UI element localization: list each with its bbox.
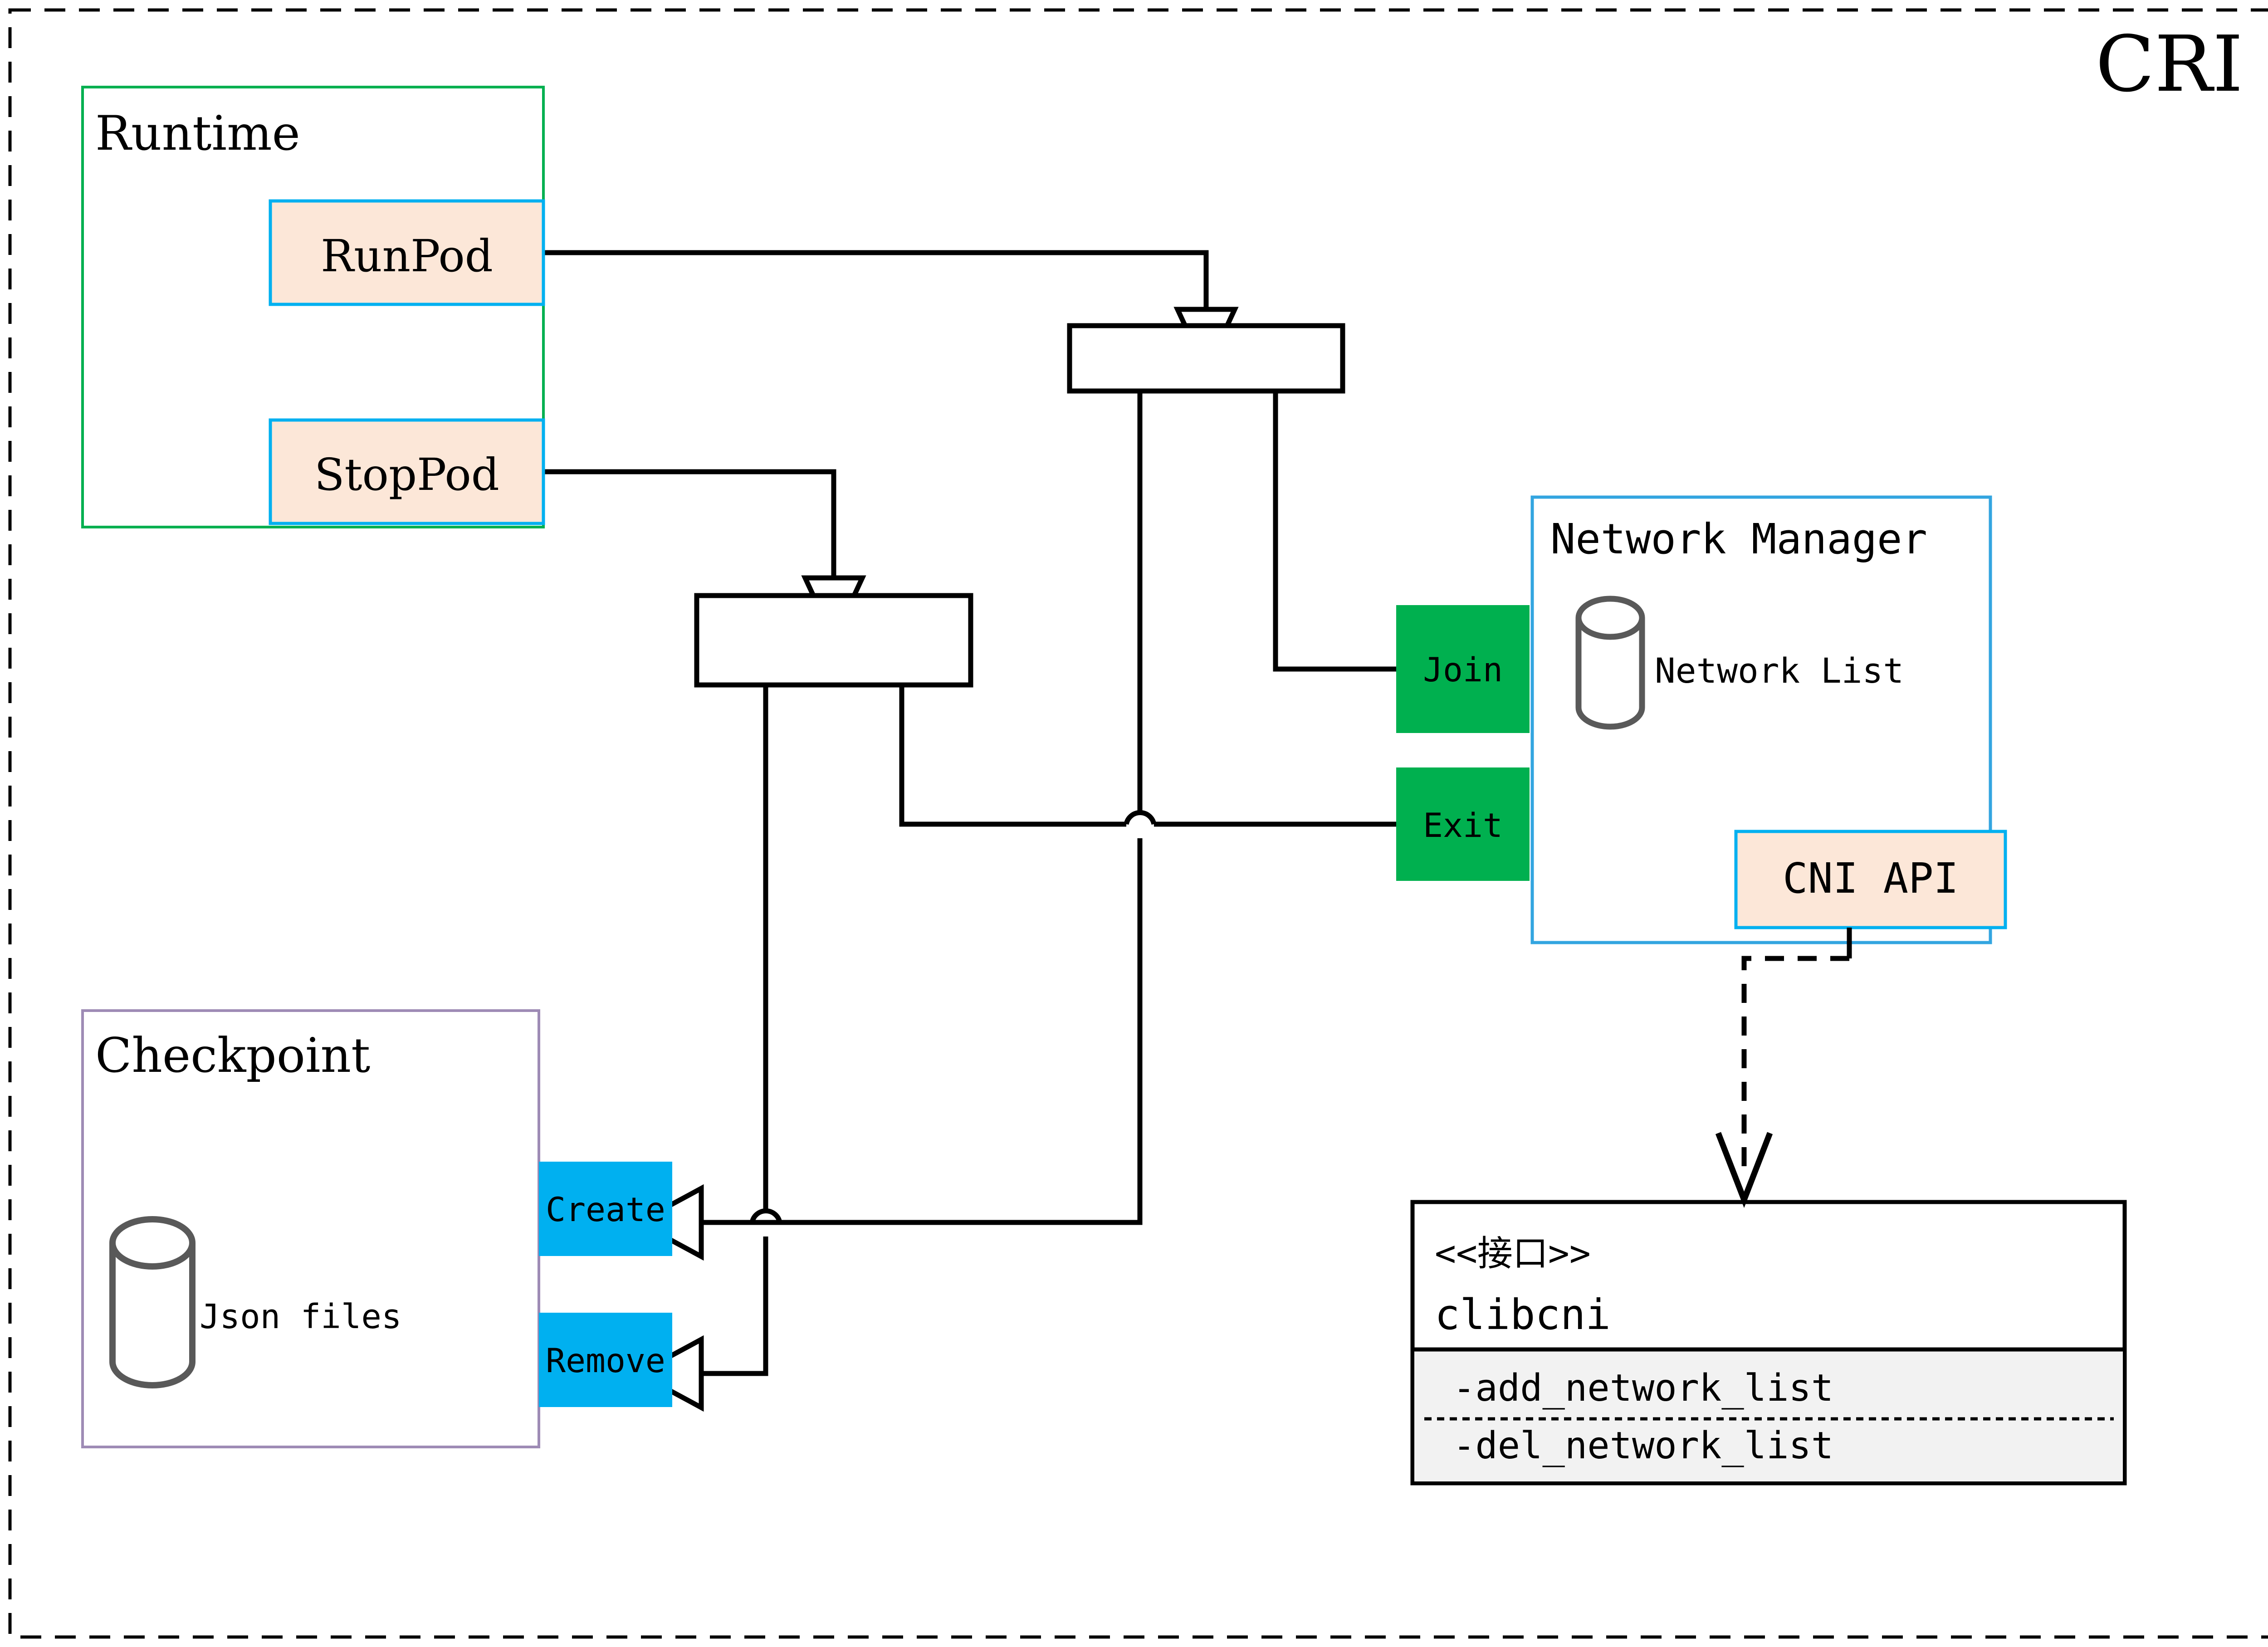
connector-layer xyxy=(543,250,1444,1376)
network-manager-title: Network Manager xyxy=(1550,515,1927,563)
line-hop-exit-over-create xyxy=(1124,810,1157,825)
operation-stoppod[interactable] xyxy=(269,418,545,525)
checkpoint-title: Checkpoint xyxy=(95,1028,370,1083)
operation-runpod[interactable] xyxy=(269,199,545,306)
operation-exit[interactable] xyxy=(1396,767,1530,881)
checkpoint-store-icon xyxy=(109,1216,196,1388)
interface-method-0: -add_network_list xyxy=(1453,1367,1833,1410)
edge-fork1-to-join xyxy=(1273,391,1444,672)
cni-api-label: CNI API xyxy=(1783,854,1959,903)
network-list-label: Network List xyxy=(1655,650,1904,691)
fork-bar-stoppod xyxy=(694,593,973,688)
operation-stoppod-label: StopPod xyxy=(314,449,499,500)
edge-stoppod-to-fork2 xyxy=(543,469,836,577)
edge-fork2-to-exit xyxy=(899,685,1126,827)
checkpoint-store-label: Json files xyxy=(200,1297,402,1336)
edge-fork2-to-remove-b xyxy=(701,1236,768,1376)
operation-create-label: Create xyxy=(546,1191,665,1229)
package-title: CRI xyxy=(2096,20,2243,109)
fork-bar-runpod xyxy=(1067,323,1345,394)
network-list-store-icon xyxy=(1575,596,1645,730)
interface-stereotype: <<接口>> xyxy=(1435,1233,1591,1274)
line-hop-create-over-remove xyxy=(749,1208,782,1223)
operation-exit-label: Exit xyxy=(1423,806,1503,845)
package-border xyxy=(8,8,2268,1639)
operation-create[interactable] xyxy=(539,1162,672,1256)
operation-join[interactable] xyxy=(1396,605,1530,733)
interface-name: clibcni xyxy=(1435,1290,1611,1339)
clibcni-interface-box[interactable] xyxy=(1410,1200,2127,1486)
operation-join-label: Join xyxy=(1423,651,1503,689)
operation-remove-label: Remove xyxy=(546,1342,665,1380)
cni-api-box[interactable] xyxy=(1734,830,2007,929)
runtime-title: Runtime xyxy=(95,106,300,161)
interface-method-1: -del_network_list xyxy=(1453,1424,1833,1467)
realization-cni-api-to-clibcni xyxy=(1715,928,1852,1208)
operation-runpod-label: RunPod xyxy=(321,230,493,282)
edge-runpod-to-fork1 xyxy=(543,250,1209,308)
operation-remove[interactable] xyxy=(539,1313,672,1407)
edge-fork1-to-create-b xyxy=(701,838,1143,1225)
